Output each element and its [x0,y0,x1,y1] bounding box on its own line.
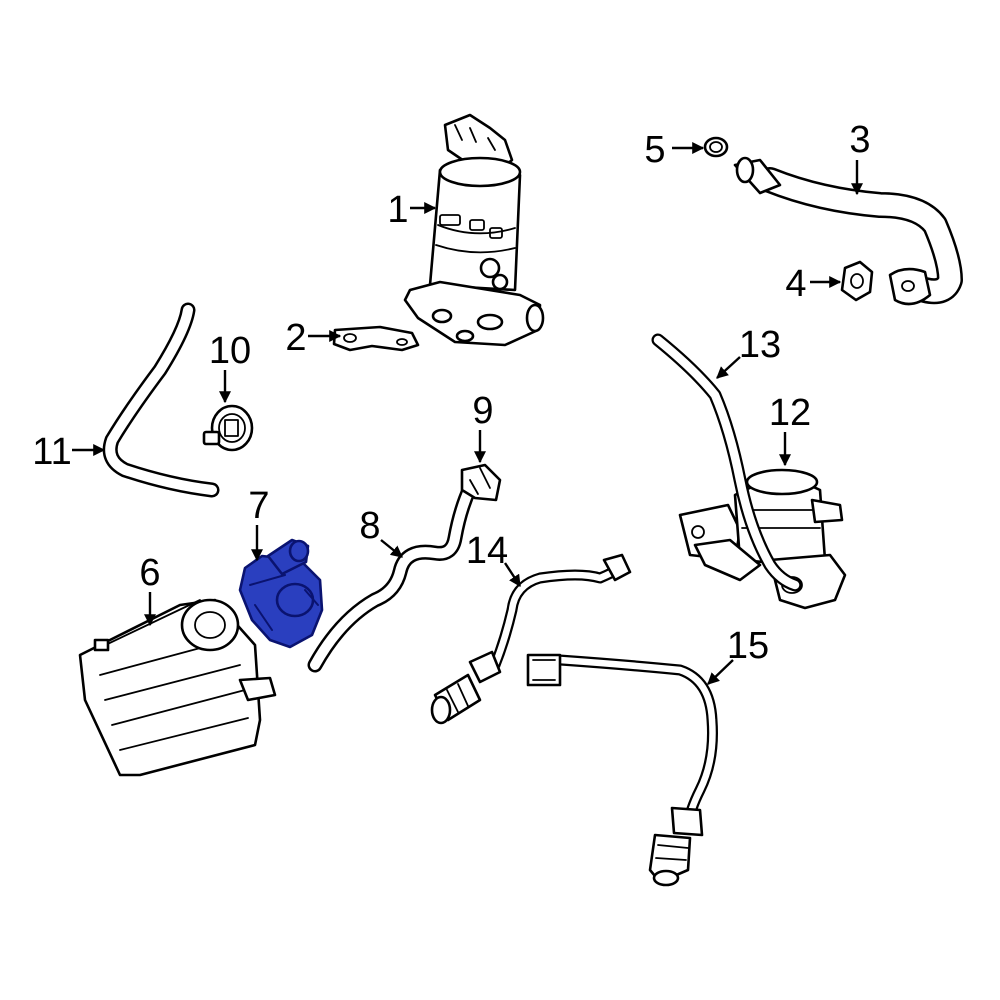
callout-9[interactable]: 9 [472,390,493,432]
callout-4[interactable]: 4 [785,263,806,305]
callout-11[interactable]: 11 [32,431,71,473]
part-8-hose[interactable] [307,480,478,673]
part-3-egr-tube[interactable] [733,156,963,306]
part-6-canister[interactable] [78,598,277,777]
callout-5[interactable]: 5 [644,129,665,171]
callout-14[interactable]: 14 [466,530,508,572]
leader-13 [716,356,741,379]
part-13-hose[interactable] [651,333,802,592]
leader-8 [380,539,403,558]
callout-labels: 1 2 3 4 5 6 7 8 9 10 11 12 13 14 15 [32,119,870,667]
callout-15[interactable]: 15 [727,625,769,667]
part-9-connector[interactable] [460,463,502,502]
leader-15 [707,659,734,685]
callout-3[interactable]: 3 [849,119,870,161]
part-14-oxygen-sensor[interactable] [430,553,632,725]
part-5-o-ring[interactable] [703,136,729,158]
part-1-egr-valve[interactable] [403,113,545,347]
callout-12[interactable]: 12 [769,392,811,434]
part-4-tube-gasket[interactable] [840,260,874,302]
leader-lines [72,142,863,685]
part-15-oxygen-sensor[interactable] [526,653,718,887]
callout-8[interactable]: 8 [359,505,380,547]
callout-13[interactable]: 13 [739,324,781,366]
part-7-vent-valve[interactable] [238,538,324,649]
callout-6[interactable]: 6 [139,552,160,594]
callout-10[interactable]: 10 [209,330,251,372]
part-11-hose[interactable] [102,302,220,498]
callout-2[interactable]: 2 [285,317,306,359]
callout-7[interactable]: 7 [248,485,269,527]
part-2-gasket[interactable] [332,325,420,352]
part-12-valve-assembly[interactable] [678,468,847,610]
callout-1[interactable]: 1 [387,189,408,231]
part-10-fitting[interactable] [202,404,254,452]
leader-14 [503,562,522,588]
